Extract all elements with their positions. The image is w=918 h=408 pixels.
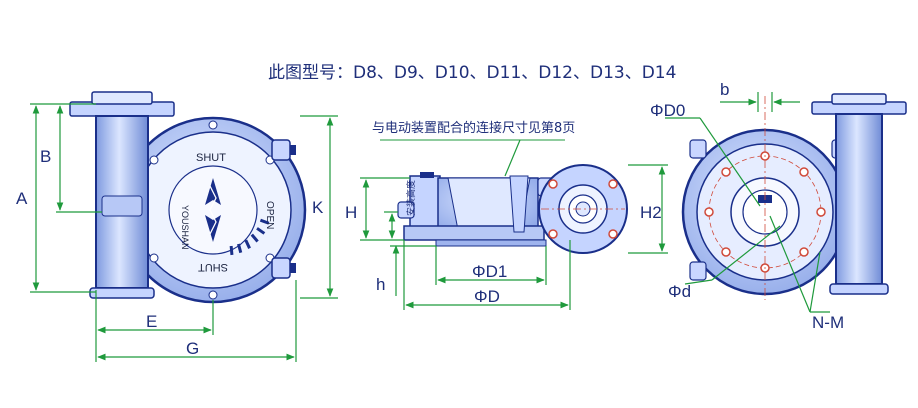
side-dimension-lines xyxy=(360,139,668,310)
dim-B: B xyxy=(40,147,51,166)
model-title: 此图型号：D8、D9、D10、D11、D12、D13、D14 xyxy=(268,63,677,83)
dim-E: E xyxy=(146,312,157,331)
side-housing xyxy=(397,172,557,247)
dim-D0: ΦD0 xyxy=(650,101,685,120)
flange-view: ΦD0 Φd b N-M xyxy=(650,80,907,332)
install-height-label: 安装高度 xyxy=(405,180,416,216)
dim-D1: ΦD1 xyxy=(472,262,507,281)
dim-K: K xyxy=(312,198,324,217)
front-dimension-lines xyxy=(30,103,338,362)
side-view: H 安装高度 h H2 ΦD1 ΦD xyxy=(345,139,668,310)
dim-b: b xyxy=(720,80,729,99)
dim-NM: N-M xyxy=(812,313,844,332)
position-indicator xyxy=(205,178,270,256)
flange-dimension-lines xyxy=(665,92,830,313)
marking-open: OPEN xyxy=(264,201,275,229)
dim-H2: H2 xyxy=(640,203,662,222)
dim-G: G xyxy=(186,339,199,358)
marking-brand: YOUSHAN xyxy=(180,205,190,250)
dim-h: h xyxy=(376,275,385,294)
flange-pipe xyxy=(811,93,907,295)
front-pipe xyxy=(69,91,175,299)
dim-D: ΦD xyxy=(474,287,500,306)
dim-A: A xyxy=(16,189,28,208)
front-view: SHUT SHUT OPEN YOUSHAN A B xyxy=(16,91,338,362)
connection-note: 与电动装置配合的连接尺寸见第8页 xyxy=(372,121,576,136)
marking-shut-bottom: SHUT xyxy=(198,261,228,273)
dim-H: H xyxy=(345,203,357,222)
side-flange xyxy=(538,164,628,254)
marking-shut-top: SHUT xyxy=(196,152,226,164)
front-side-lugs xyxy=(271,139,296,279)
dim-d: Φd xyxy=(668,282,691,301)
